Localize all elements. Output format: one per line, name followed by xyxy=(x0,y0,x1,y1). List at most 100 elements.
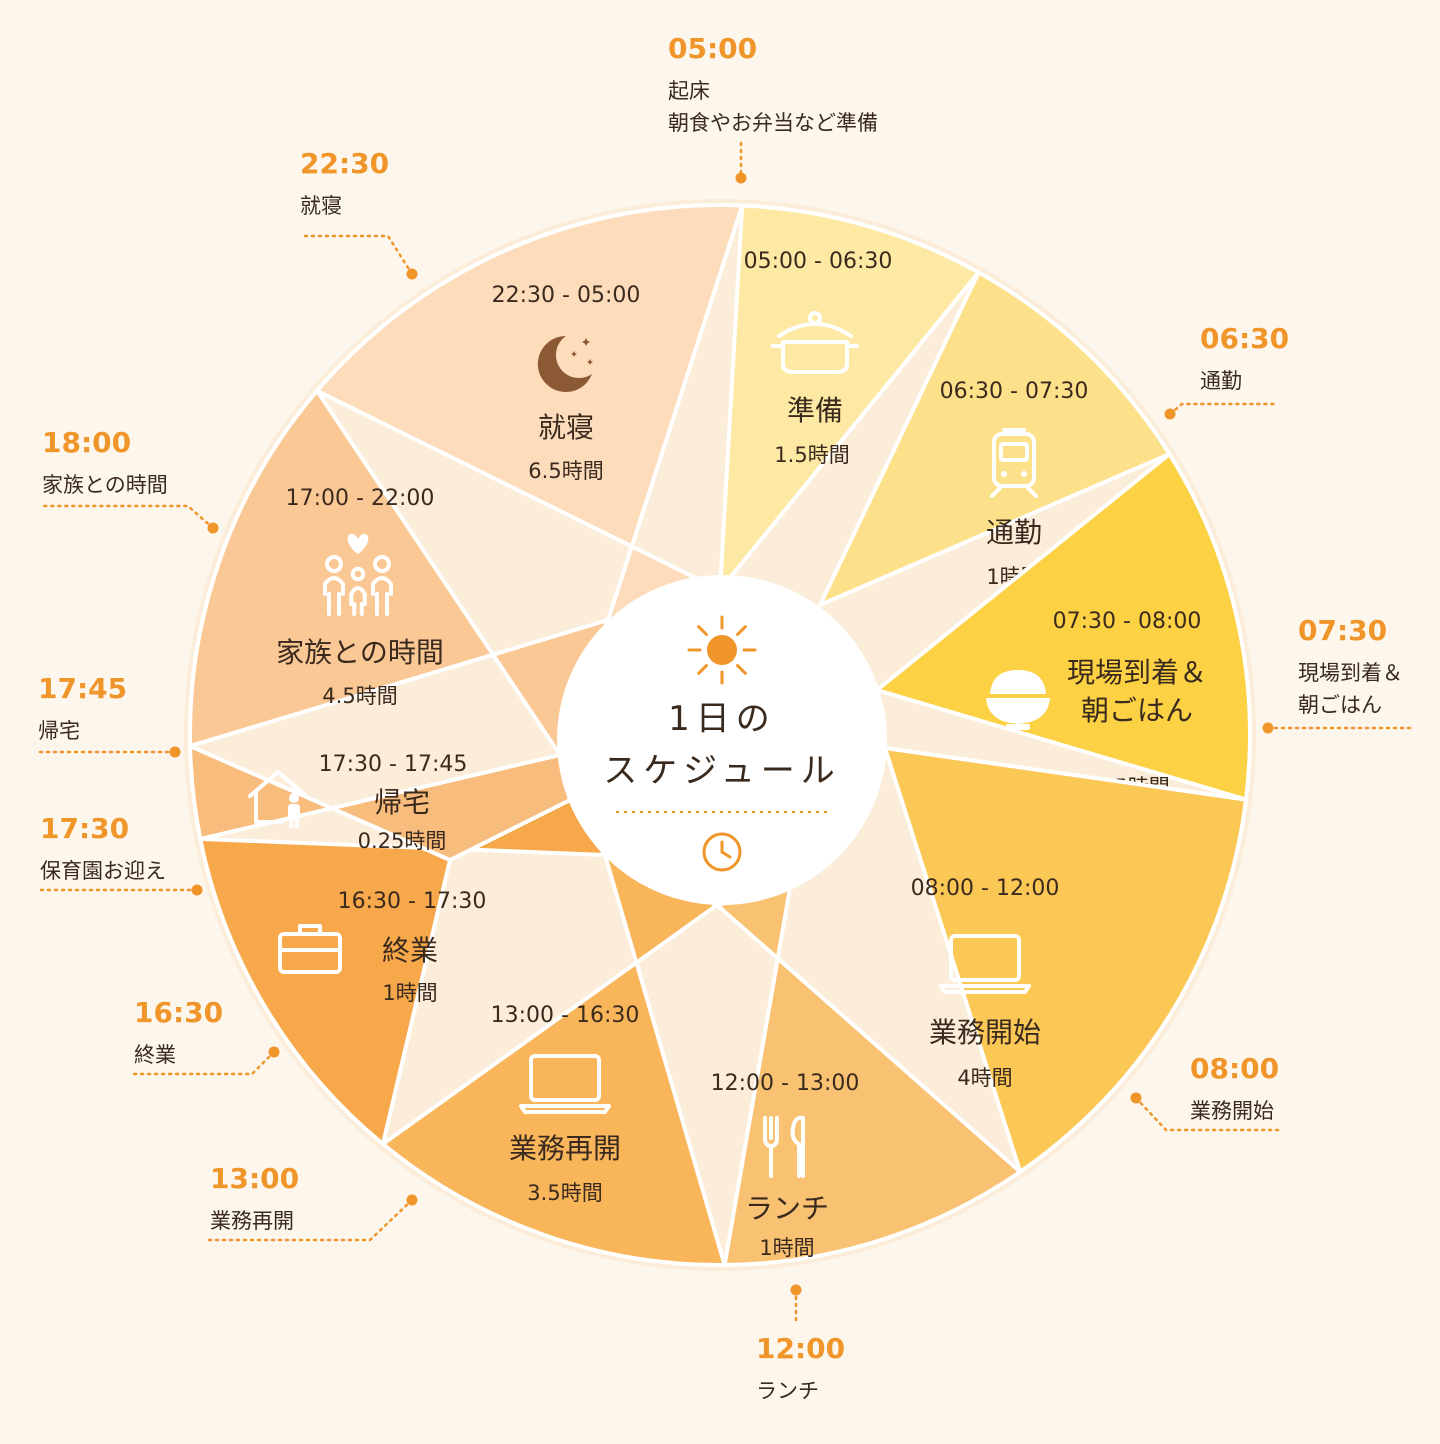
annotation-desc: 朝食やお弁当など準備 xyxy=(668,111,878,135)
fork-knife-icon xyxy=(763,1115,805,1178)
annotation-desc: 家族との時間 xyxy=(42,473,168,497)
annotation-desc: 現場到着＆ xyxy=(1298,661,1403,685)
annotation-desc: 終業 xyxy=(134,1043,176,1067)
annotation-desc: 業務再開 xyxy=(210,1209,294,1233)
annotation-desc: 起床 xyxy=(668,79,710,103)
annotation-leader xyxy=(38,504,215,530)
segment-time-range: 16:30 - 17:30 xyxy=(338,889,487,914)
pot-icon xyxy=(771,311,859,374)
annotation-a1730: 17:30 保育園お迎え xyxy=(36,812,203,896)
annotation-desc: 帰宅 xyxy=(38,719,80,743)
briefcase-icon xyxy=(278,924,342,974)
segment-name: 家族との時間 xyxy=(276,636,444,669)
annotation-a1200: 12:00 ランチ xyxy=(756,1284,845,1403)
annotation-pin xyxy=(406,268,418,280)
annotation-a0730: 07:30 現場到着＆ 朝ごはん xyxy=(1262,614,1412,734)
segment-name: 準備 xyxy=(787,394,843,427)
annotation-time: 06:30 xyxy=(1200,322,1289,355)
segment-time-range: 13:00 - 16:30 xyxy=(491,1003,640,1028)
train-icon xyxy=(990,428,1038,498)
segment-wedge xyxy=(715,886,1023,1267)
annotation-time: 17:30 xyxy=(40,812,129,845)
annotation-pin xyxy=(1130,1092,1142,1104)
annotation-time: 16:30 xyxy=(134,996,223,1029)
annotation-pin xyxy=(191,884,203,896)
segment-duration: 1時間 xyxy=(382,981,437,1005)
annotation-leader xyxy=(206,1198,414,1242)
annotation-pin xyxy=(790,1284,802,1296)
center-title-line: スケジュール xyxy=(603,751,841,791)
segment-family: 17:00 - 22:00 家族との時間 4.5時間 xyxy=(188,388,610,757)
segment-name: ランチ xyxy=(745,1192,829,1225)
segment-time-range: 08:00 - 12:00 xyxy=(911,876,1060,901)
segment-duration: 3.5時間 xyxy=(527,1181,602,1205)
segment-wedge xyxy=(875,452,1252,802)
segment-duration: 4時間 xyxy=(957,1066,1012,1090)
annotation-a1745: 17:45 帰宅 xyxy=(36,672,181,758)
moon-icon xyxy=(537,335,593,392)
annotation-desc: ランチ xyxy=(756,1379,819,1403)
clock-icon xyxy=(702,832,742,872)
segment-work: 08:00 - 12:00 業務開始 4時間 xyxy=(883,746,1248,1174)
segment-wedge xyxy=(188,388,610,757)
annotation-time: 17:45 xyxy=(38,672,127,705)
center-title-line: 1日の xyxy=(668,699,776,739)
segment-duration: 6.5時間 xyxy=(528,459,603,483)
annotation-desc: 業務開始 xyxy=(1190,1099,1274,1123)
annotation-leader xyxy=(1168,402,1280,416)
segment-name: 業務開始 xyxy=(929,1016,1041,1049)
family-icon xyxy=(323,533,393,616)
laptop-icon xyxy=(519,1054,611,1114)
annotation-time: 13:00 xyxy=(210,1162,299,1195)
segment-wedge xyxy=(315,203,745,622)
annotation-desc: 保育園お迎え xyxy=(40,859,166,883)
annotation-desc: 朝ごはん xyxy=(1298,693,1382,717)
annotation-a1630: 16:30 終業 xyxy=(128,996,280,1076)
segment-time-range: 17:00 - 22:00 xyxy=(286,486,435,511)
segment-name: 帰宅 xyxy=(374,786,430,819)
segment-finish: 16:30 - 17:30 終業 1時間 xyxy=(198,798,607,1146)
annotation-leader xyxy=(128,1050,276,1076)
annotation-a1300: 13:00 業務再開 xyxy=(206,1162,418,1242)
annotation-desc: 通勤 xyxy=(1200,369,1242,393)
segment-duration: 1時間 xyxy=(759,1236,814,1260)
segment-time-range: 17:30 - 17:45 xyxy=(319,752,468,777)
segment-name: 朝ごはん xyxy=(1081,694,1193,727)
segment-name: 現場到着＆ xyxy=(1067,656,1207,689)
annotation-time: 12:00 xyxy=(756,1332,845,1365)
annotation-time: 18:00 xyxy=(42,426,131,459)
annotation-time: 07:30 xyxy=(1298,614,1387,647)
segment-wedge xyxy=(883,746,1248,1174)
segment-duration: 0.25時間 xyxy=(358,829,447,853)
center-circle xyxy=(557,575,887,905)
annotation-pin xyxy=(207,522,219,534)
segment-time-range: 07:30 - 08:00 xyxy=(1053,609,1202,634)
annotation-time: 05:00 xyxy=(668,32,757,65)
segment-name: 通勤 xyxy=(986,516,1042,549)
segment-name: 業務再開 xyxy=(509,1132,621,1165)
house-icon xyxy=(248,770,308,828)
annotation-pin xyxy=(735,172,747,184)
segment-time-range: 06:30 - 07:30 xyxy=(940,379,1089,404)
laptop-icon xyxy=(939,934,1031,994)
annotation-pin xyxy=(169,746,181,758)
segment-duration: 4.5時間 xyxy=(322,684,397,708)
annotation-pin xyxy=(268,1046,280,1058)
annotation-leader xyxy=(1134,1096,1282,1132)
segment-resume: 13:00 - 16:30 業務再開 3.5時間 xyxy=(380,853,727,1268)
segment-wedge xyxy=(718,203,981,592)
annotation-pin xyxy=(1164,408,1176,420)
segment-name: 終業 xyxy=(382,934,438,967)
annotation-desc: 就寝 xyxy=(300,194,342,218)
segment-time-range: 05:00 - 06:30 xyxy=(744,249,893,274)
